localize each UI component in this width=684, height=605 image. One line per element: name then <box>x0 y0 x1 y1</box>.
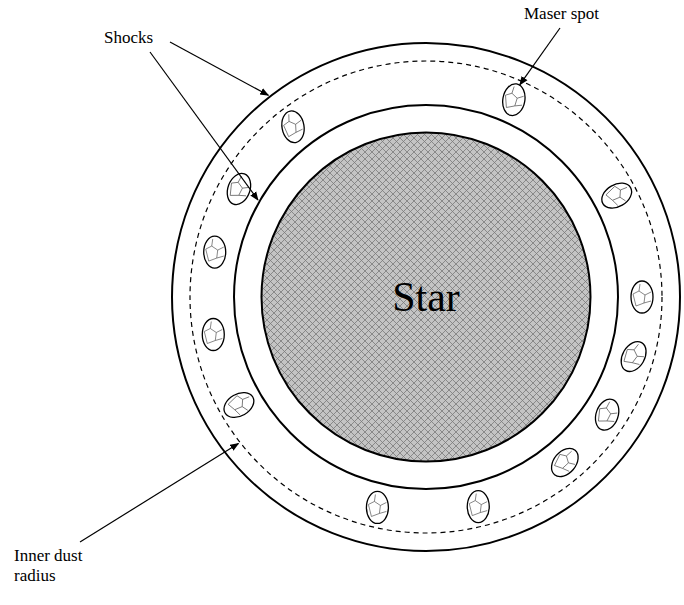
inner-dust-circle <box>190 61 662 533</box>
star-label: Star <box>392 273 460 321</box>
maser-spot-label: Maser spot <box>524 4 599 24</box>
inner-dust-label: Inner dust radius <box>14 546 96 585</box>
maser-spot <box>591 396 623 434</box>
maser-spot <box>467 491 489 523</box>
maser-spot <box>202 319 224 351</box>
maser-spot <box>220 387 259 422</box>
leader-arrow <box>80 444 238 542</box>
maser-spot <box>366 491 388 523</box>
maser-spot <box>279 109 306 144</box>
leader-arrow <box>170 42 268 95</box>
outer-shock <box>172 43 680 551</box>
inner-shock <box>234 105 618 489</box>
maser-spot <box>500 82 527 117</box>
leader-arrow <box>520 28 560 85</box>
leader-arrow <box>150 52 258 200</box>
maser-spot <box>597 178 636 213</box>
star-disc: Star <box>260 131 592 463</box>
maser-spot <box>616 337 651 376</box>
maser-spot <box>631 281 653 313</box>
maser-spot <box>546 443 583 482</box>
shocks-label: Shocks <box>104 28 153 48</box>
maser-spot <box>204 236 226 268</box>
